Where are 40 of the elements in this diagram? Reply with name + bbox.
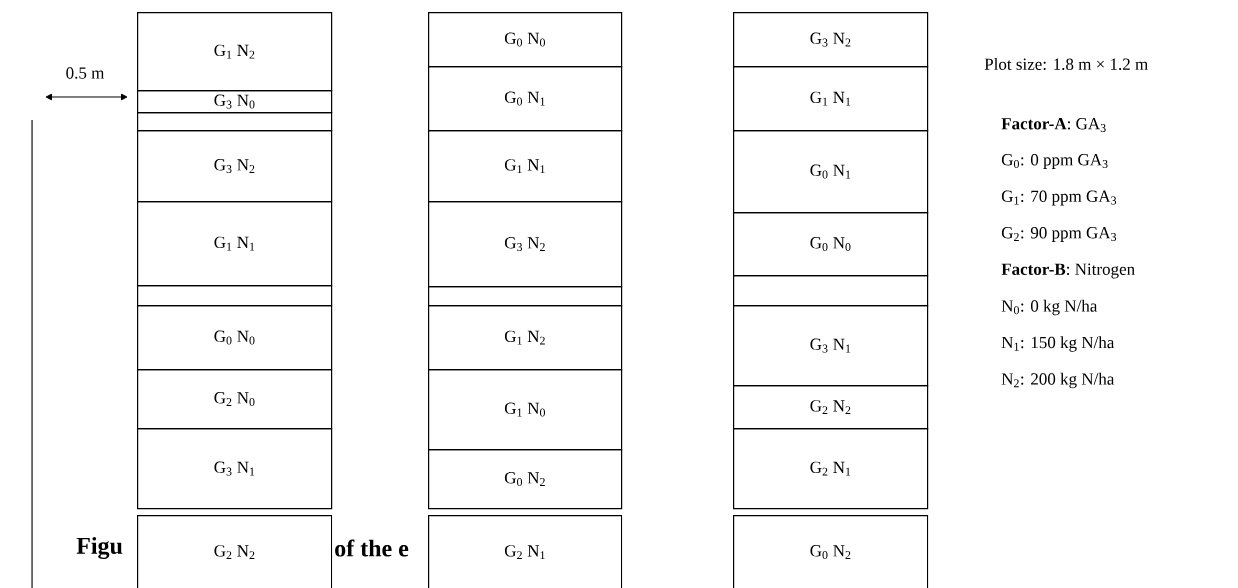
plot-box: G$_{2}$ N$_{0}$ (137, 369, 333, 430)
legend-text: Plot size: 1.8 m × 1.2 m (984, 58, 1148, 70)
dimension-label: 0.5 m (66, 67, 105, 79)
plot-box: G$_{0}$ N$_{2}$ (428, 449, 623, 510)
legend-text: G$_{1}$: 70 ppm GA$_{3}$ (1001, 190, 1117, 206)
legend-text: G$_{0}$: 0 ppm GA$_{3}$ (1001, 154, 1108, 169)
plot-box: G$_{1}$ N$_{2}$ (137, 12, 333, 92)
plot-box (137, 285, 333, 307)
plot-box (733, 275, 929, 307)
caption-text: of the e (335, 539, 409, 557)
plot-box: G$_{0}$ N$_{2}$ (733, 515, 929, 588)
plot-box: G$_{3}$ N$_{2}$ (137, 130, 333, 203)
plot-box: G$_{2}$ N$_{1}$ (428, 515, 623, 588)
plot-box (137, 112, 333, 132)
plot-box: G$_{1}$ N$_{1}$ (428, 130, 623, 203)
plot-box: G$_{0}$ N$_{1}$ (428, 66, 623, 132)
plot-box: G$_{1}$ N$_{1}$ (137, 201, 333, 287)
plot-box: G$_{1}$ N$_{1}$ (733, 66, 929, 132)
caption-text: Figu (76, 537, 123, 559)
plot-box: G$_{2}$ N$_{1}$ (733, 428, 929, 510)
legend-text: N$_{0}$: 0 kg N/ha (1001, 299, 1098, 316)
plot-box: G$_{2}$ N$_{2}$ (137, 515, 333, 588)
legend-text: N$_{1}$: 150 kg N/ha (1001, 336, 1115, 352)
plot-box: G$_{0}$ N$_{1}$ (733, 130, 929, 214)
plot-box: G$_{1}$ N$_{0}$ (428, 369, 623, 451)
legend-text: N$_{2}$: 200 kg N/ha (1001, 372, 1115, 389)
plot-box: G$_{0}$ N$_{0}$ (137, 305, 333, 371)
legend-text: Factor-B: Nitrogen (1001, 263, 1135, 279)
plot-box: G$_{3}$ N$_{1}$ (137, 428, 333, 510)
legend-text: Factor-A: GA$_{3}$ (1001, 118, 1106, 132)
plot-box: G$_{2}$ N$_{2}$ (733, 385, 929, 430)
plot-box: G$_{3}$ N$_{2}$ (428, 201, 623, 288)
plot-box: G$_{0}$ N$_{0}$ (733, 212, 929, 277)
plot-box: G$_{3}$ N$_{0}$ (137, 90, 333, 114)
plot-box: G$_{3}$ N$_{2}$ (733, 12, 929, 68)
plot-box: G$_{3}$ N$_{1}$ (733, 305, 929, 387)
plot-box (428, 286, 623, 307)
plot-box: G$_{0}$ N$_{0}$ (428, 12, 623, 68)
plot-box: G$_{1}$ N$_{2}$ (428, 305, 623, 371)
legend-text: G$_{2}$: 90 ppm GA$_{3}$ (1001, 227, 1117, 242)
